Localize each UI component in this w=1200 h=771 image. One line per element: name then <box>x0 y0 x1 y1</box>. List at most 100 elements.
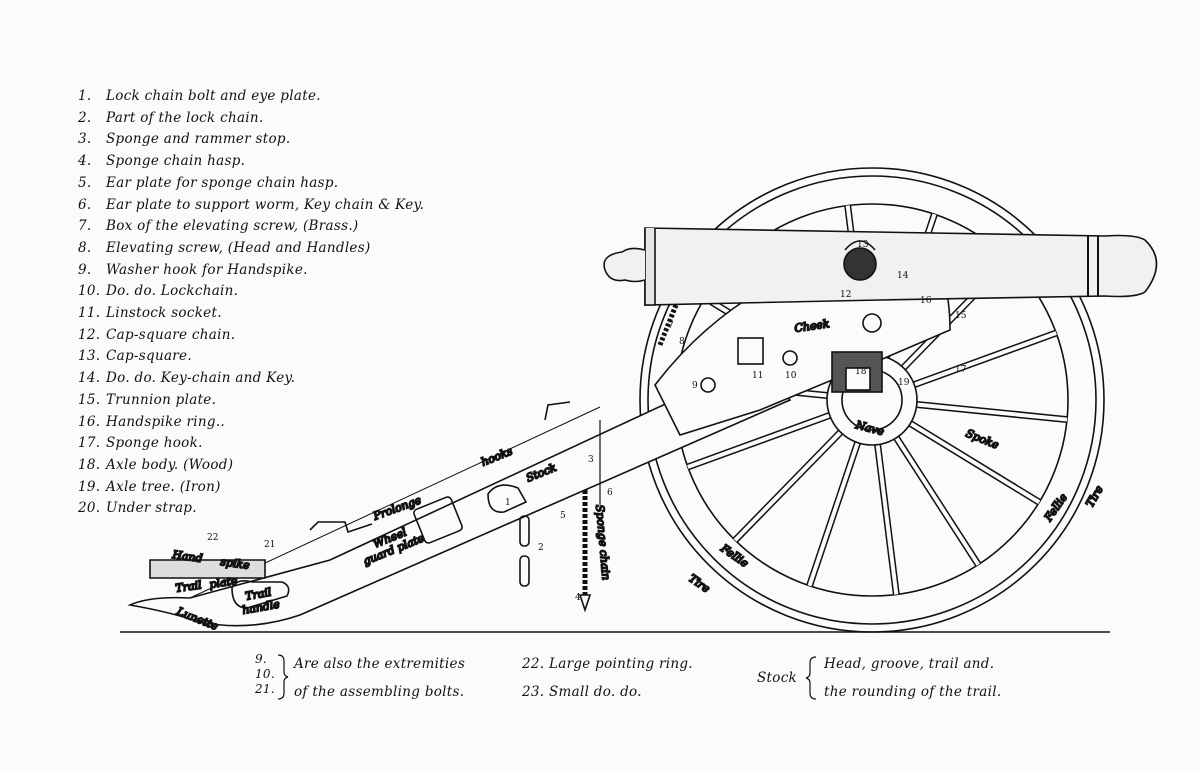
legend-number: 15. <box>78 391 101 408</box>
legend-text: Ear plate to support worm, Key chain & K… <box>106 196 425 213</box>
legend-text: Cap-square. <box>106 348 192 365</box>
carriage-cheek <box>654 261 951 436</box>
legend-text: Cap-square chain. <box>106 326 236 343</box>
legend-text: Elevating screw, (Head and Handles) <box>106 239 371 256</box>
carriage-trail <box>127 359 792 627</box>
part-number-4: 4 <box>575 593 581 603</box>
part-number-14: 14 <box>897 271 909 281</box>
part-number-7: 7 <box>668 321 674 331</box>
washer-hook <box>782 350 798 366</box>
wheel-spoke <box>909 421 1041 504</box>
cascabel <box>603 247 646 283</box>
legend-number: 10. <box>78 283 101 300</box>
legend-text: Handspike ring.. <box>106 413 225 430</box>
wheel-tire-inner <box>647 175 1097 625</box>
trunnion <box>843 247 877 281</box>
legend-item: 11.Linstock socket. <box>78 303 424 325</box>
stock-label: Stock <box>757 670 798 686</box>
legend-item: 7. Box of the elevating screw, (Brass.) <box>78 216 424 238</box>
legend-number: 14. <box>78 370 101 387</box>
legend-text: Sponge chain hasp. <box>106 153 246 170</box>
bolt-num: 21. <box>255 682 275 696</box>
trail-handle <box>231 580 290 609</box>
legend-number: 8. <box>78 239 92 256</box>
part-number-15: 15 <box>955 311 967 321</box>
wheel-spoke <box>687 413 831 469</box>
label-cheek: Cheek <box>794 317 831 335</box>
legend-item: 4.Sponge chain hasp. <box>78 151 424 173</box>
ring-note-1: 22. Large pointing ring. <box>522 656 693 672</box>
part-number-13: 13 <box>857 240 869 250</box>
legend-number: 20. <box>78 500 101 517</box>
wheel-spoke <box>894 436 980 566</box>
sponge-chain-hasp <box>578 594 592 613</box>
legend-number: 13. <box>78 348 101 365</box>
ring-note-2: 23. Small do. do. <box>522 684 642 700</box>
legend-text: Box of the elevating screw, (Brass.) <box>106 218 359 235</box>
linstock-socket <box>737 337 764 365</box>
legend-item: 18. Axle body. (Wood) <box>78 455 424 477</box>
legend-item: 15.Trunnion plate. <box>78 390 424 412</box>
prolonge-hook <box>309 521 373 534</box>
part-number-5: 5 <box>560 511 566 521</box>
legend-number: 7. <box>78 218 92 235</box>
wheel-spoke <box>875 444 899 595</box>
stock-note-1: Head, groove, trail and. <box>824 656 995 672</box>
lock-chain-link <box>519 555 530 587</box>
legend-item: 8. Elevating screw, (Head and Handles) <box>78 238 424 260</box>
legend-item: 9.Washer hook for Handspike. <box>78 260 424 282</box>
legend-item: 1.Lock chain bolt and eye plate. <box>78 86 424 108</box>
label-trail-plate-2: plate <box>209 574 239 591</box>
part-number-18: 18 <box>855 367 867 377</box>
legend-item: 19.Axle tree. (Iron) <box>78 477 424 499</box>
legend-item: 16.Handspike ring.. <box>78 412 424 434</box>
wheel-spoke <box>733 430 843 542</box>
legend-text: Axle body. (Wood) <box>106 456 234 473</box>
part-number-3: 3 <box>588 455 594 465</box>
legend-item: 12.Cap-square chain. <box>78 325 424 347</box>
legend-text: Under strap. <box>106 500 197 517</box>
part-number-12: 12 <box>840 290 851 300</box>
wheel-spoke <box>807 442 860 587</box>
legend-text: Do. do. Key-chain and Key. <box>106 370 296 387</box>
axle-tree <box>845 367 871 391</box>
legend-text: Part of the lock chain. <box>106 109 264 126</box>
label-sponge-chain: Sponge chain <box>593 504 613 581</box>
legend-item: 2.Part of the lock chain. <box>78 108 424 130</box>
parts-legend: 1.Lock chain bolt and eye plate.2.Part o… <box>78 86 424 520</box>
legend-item: 17.Sponge hook. <box>78 433 424 455</box>
assembling-bolt-21 <box>862 313 882 333</box>
cannon-barrel <box>603 227 1158 306</box>
stock-note-2: the rounding of the trail. <box>824 684 1002 700</box>
wheel-guard-plate <box>413 496 463 544</box>
legend-item: 14. Do. do. Key-chain and Key. <box>78 368 424 390</box>
bolt-numbers: 9. 10. 21. <box>255 652 275 697</box>
legend-number: 9. <box>78 261 92 278</box>
legend-item: 13. Cap-square. <box>78 346 424 368</box>
legend-number: 11. <box>78 305 101 322</box>
label-spike: spike <box>220 555 251 572</box>
legend-text: Do. do. Lockchain. <box>106 283 239 300</box>
label-trail-plate-1: Trail <box>175 578 203 595</box>
label-tire-bottom: Tire <box>686 572 712 596</box>
legend-number: 18. <box>78 456 101 473</box>
legend-item: 5.Ear plate for sponge chain hasp. <box>78 173 424 195</box>
part-number-21: 21 <box>264 540 275 550</box>
label-hooks: hooks <box>479 444 514 468</box>
bolt-note-2: of the assembling bolts. <box>294 684 465 700</box>
part-number-9: 9 <box>692 381 698 391</box>
cap-square <box>844 240 876 251</box>
label-hand: Hand <box>171 548 204 565</box>
legend-number: 5. <box>78 174 92 191</box>
legend-number: 17. <box>78 435 101 452</box>
legend-item: 20. Under strap. <box>78 498 424 520</box>
legend-number: 6. <box>78 196 92 213</box>
bolt-num: 9. <box>255 652 268 666</box>
legend-text: Sponge and rammer stop. <box>106 131 291 148</box>
label-spoke: Spoke <box>964 427 1001 452</box>
lock-chain-eye-plate <box>487 484 528 513</box>
legend-text: Lock chain bolt and eye plate. <box>106 88 321 104</box>
